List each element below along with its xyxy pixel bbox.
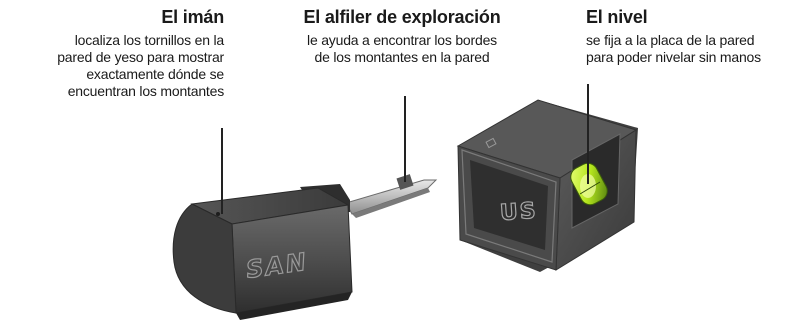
level-desc-line-2: para poder nivelar sin manos [586,49,761,66]
pin-desc-line-1: le ayuda a encontrar los bordes [307,31,497,48]
magnet-callout: El imán localiza los tornillos en la par… [0,7,224,100]
pin-desc-line-2: de los montantes en la pared [314,49,490,66]
magnet-title: El imán [161,7,224,27]
level-callout: El nivel se fija a la placa de la pared … [586,7,808,66]
level-desc-line-1: se fija a la placa de la pared [586,31,755,48]
cap-logo: US [499,198,538,226]
magnet-desc-line-1: localiza los tornillos en la [74,31,224,48]
level-title: El nivel [586,7,648,27]
stud-finder-body: SAN [172,184,353,320]
probe-pin [345,174,438,218]
magnet-desc-line-2: pared de yeso para mostrar [57,49,224,66]
pin-title: El alfiler de exploración [303,7,501,27]
magnet-desc-line-4: encuentran los montantes [67,83,225,100]
magnet-desc-line-3: exactamente dónde se [86,66,224,83]
pin-callout: El alfiler de exploración le ayuda a enc… [258,7,546,66]
level-cap: US [456,99,638,272]
